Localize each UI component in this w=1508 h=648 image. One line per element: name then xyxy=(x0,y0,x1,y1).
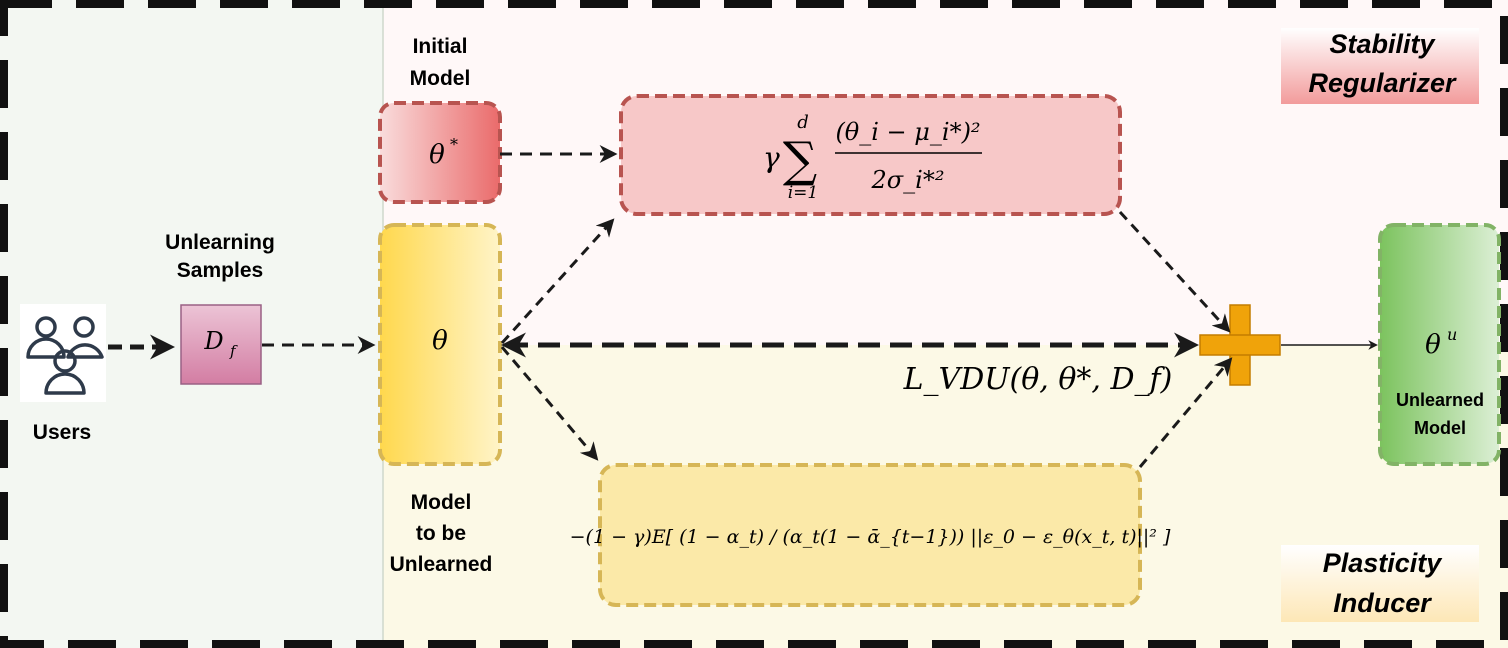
samples-symbol: D xyxy=(203,327,223,355)
arrow-model-to-plasticity xyxy=(500,346,599,461)
model-to-unlearn-node: θ Model to be Unlearned xyxy=(378,223,502,576)
model-to-unlearn-title-line2: to be xyxy=(416,522,466,545)
users-node: Users xyxy=(20,304,106,444)
plasticity-formula-node: −(1 − γ)E[ (1 − α_t) / (α_t(1 − ᾱ_{t−1})… xyxy=(570,463,1171,607)
unlearned-model-box xyxy=(1378,223,1501,466)
stability-formula-box xyxy=(619,94,1122,216)
stability-title-line2: Regularizer xyxy=(1308,68,1457,98)
model-to-unlearn-symbol: θ xyxy=(432,326,448,356)
plasticity-title-line1: Plasticity xyxy=(1323,548,1444,578)
formula-sum-upper: d xyxy=(797,112,809,133)
samples-box xyxy=(180,304,262,385)
stability-title-bg xyxy=(1281,28,1479,104)
unlearned-model-symbol: θ xyxy=(1425,330,1441,360)
stability-formula-node: γ ∑ d i=1 (θ_i − μ_i*)² 2σ_i*² xyxy=(619,94,1122,216)
samples-title-line1: Unlearning xyxy=(165,231,275,254)
formula-sigma: ∑ xyxy=(783,132,817,188)
users-icon xyxy=(26,316,104,395)
model-to-unlearn-box xyxy=(378,223,502,466)
unlearned-model-superscript: u xyxy=(1447,325,1457,344)
plasticity-title-bg xyxy=(1281,545,1479,622)
initial-model-symbol: θ xyxy=(429,140,445,170)
samples-title-line2: Samples xyxy=(177,259,263,282)
users-label: Users xyxy=(33,421,91,444)
sum-plus-icon xyxy=(1199,304,1281,386)
loss-label: L_VDU(θ, θ*, D_f) xyxy=(903,362,1173,397)
arrow-plasticity-to-plus xyxy=(1138,357,1233,468)
stability-title-line1: Stability xyxy=(1329,29,1436,59)
plasticity-title-line2: Inducer xyxy=(1333,588,1432,618)
unlearned-model-node: θ u Unlearned Model xyxy=(1378,223,1501,466)
samples-subscript: f xyxy=(229,342,238,360)
formula-denominator: 2σ_i*² xyxy=(871,166,945,194)
initial-model-node: Initial Model θ * xyxy=(378,35,502,204)
unlearning-samples-node: Unlearning Samples D f xyxy=(165,231,275,385)
initial-model-superscript: * xyxy=(450,135,458,154)
plasticity-title: Plasticity Inducer xyxy=(1281,545,1479,622)
stability-title: Stability Regularizer xyxy=(1281,28,1479,104)
unlearned-model-label-line2: Model xyxy=(1414,418,1466,438)
formula-sum-lower: i=1 xyxy=(788,183,819,203)
arrow-stability-to-plus xyxy=(1118,210,1231,333)
arrow-model-to-stability xyxy=(500,218,615,345)
formula-numerator: (θ_i − μ_i*)² xyxy=(835,118,980,146)
initial-title-line2: Model xyxy=(410,67,471,90)
initial-title-line1: Initial xyxy=(413,35,468,58)
plasticity-formula-text: −(1 − γ)E[ (1 − α_t) / (α_t(1 − ᾱ_{t−1})… xyxy=(570,526,1171,548)
unlearned-model-label-line1: Unlearned xyxy=(1396,390,1484,410)
formula-gamma: γ xyxy=(763,141,780,174)
model-to-unlearn-title-line1: Model xyxy=(411,491,472,514)
model-to-unlearn-title-line3: Unlearned xyxy=(390,553,493,576)
plasticity-formula-box xyxy=(598,463,1142,607)
